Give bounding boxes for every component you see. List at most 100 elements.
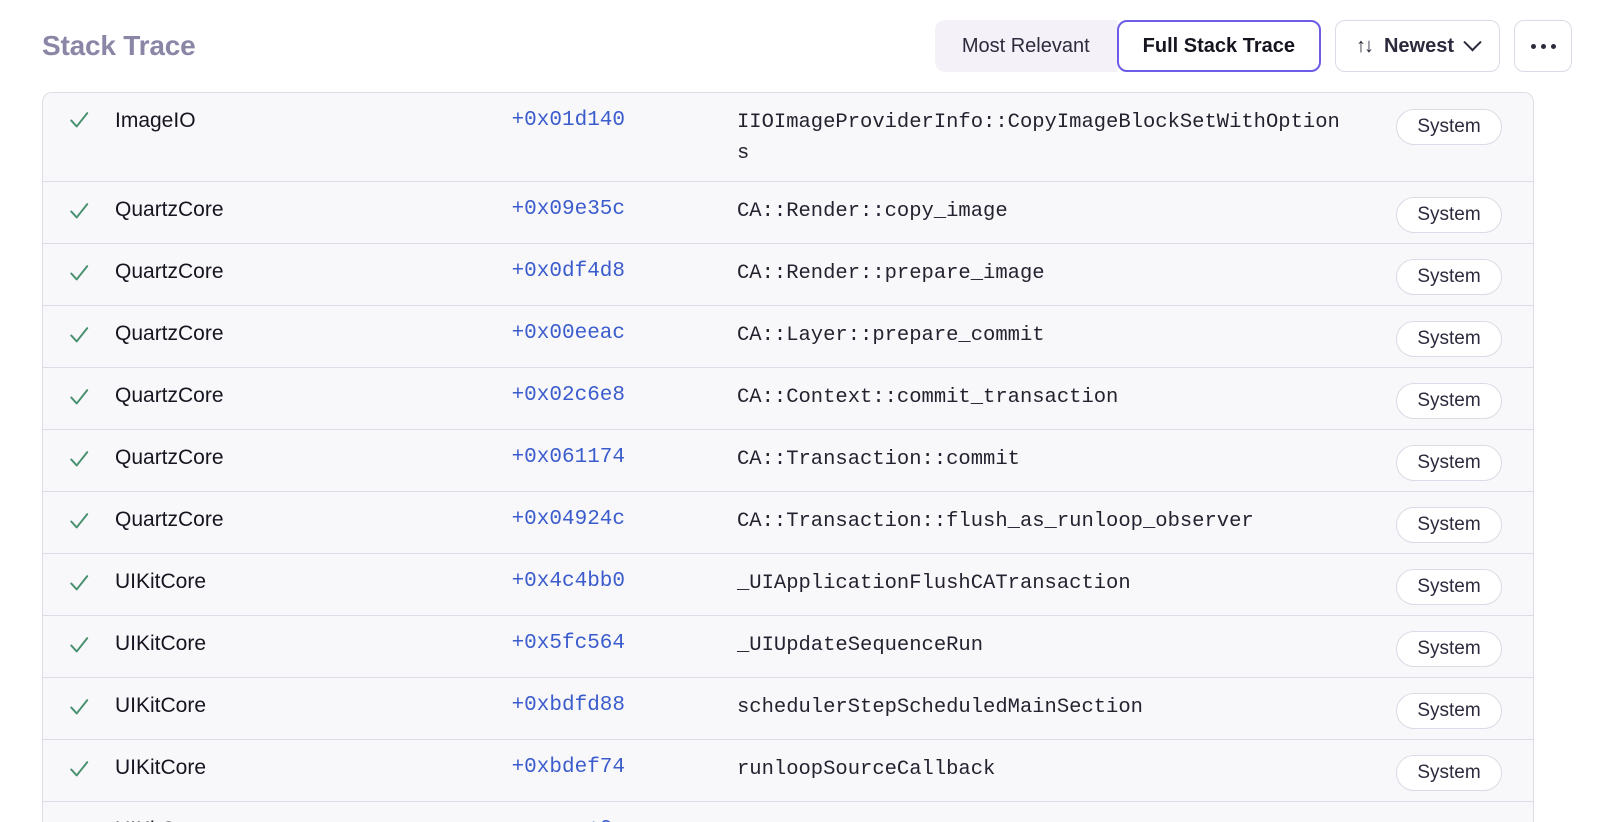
frame-status-cell [43, 93, 115, 131]
frame-status-cell [43, 306, 115, 346]
frame-function-name: CA::Render::prepare_image [737, 262, 1045, 286]
status-badge: System [1396, 693, 1502, 730]
tab-full-stack-trace[interactable]: Full Stack Trace [1116, 20, 1321, 72]
status-badge: System [1396, 569, 1502, 606]
stack-frame-row[interactable]: QuartzCore +0x04924c CA::Transaction::flus… [43, 492, 1533, 555]
frame-origin-cell: System [1365, 492, 1533, 544]
frame-offset-link[interactable]: +0x5fc564 [511, 632, 625, 656]
frame-offset-link[interactable]: +0x02c6e8 [511, 384, 625, 408]
frame-function-name: CA::Transaction::flush_as_runloop_observ… [737, 510, 1254, 534]
status-badge: System [1396, 259, 1502, 296]
frame-function-name: _UIApplicationFlushCATransaction [737, 572, 1131, 596]
more-options-button[interactable] [1514, 20, 1572, 72]
status-badge: System [1396, 445, 1502, 482]
frame-origin-cell: System [1365, 430, 1533, 482]
frame-module-name: UIKitCore [115, 756, 207, 780]
frame-module-name: UIKitCore [115, 632, 207, 656]
stack-trace-view-segmented-control[interactable]: Most Relevant Full Stack Trace [934, 20, 1321, 72]
stack-frame-row[interactable]: QuartzCore +0x09e35c CA::Render::copy_imag… [43, 182, 1533, 245]
tab-most-relevant[interactable]: Most Relevant [934, 20, 1117, 72]
page-title: Stack Trace [42, 30, 196, 61]
frame-status-cell [43, 554, 115, 594]
sort-button-label: Newest [1383, 34, 1454, 57]
frame-offset-link[interactable]: +0x01d140 [511, 109, 625, 132]
frame-module-name: UIKitCore [115, 694, 207, 718]
frame-module-name: QuartzCore [115, 508, 224, 532]
frame-origin-cell: System [1365, 616, 1533, 668]
frame-function-name: runloopSourceCallback [737, 758, 996, 782]
stack-frame-row[interactable]: UIKitCore +0x5fc564 _UIUpdateSequenceRun Sy… [43, 616, 1533, 679]
frame-module-name: UIKitCore [115, 570, 207, 594]
frame-function-name: CA::Layer::prepare_commit [737, 324, 1045, 348]
frame-function-name: schedulerStepScheduledMainSection [737, 696, 1143, 720]
stack-frame-row[interactable]: UIKitCore +0xbdef74 runloopSourceCallback S… [43, 740, 1533, 803]
frame-module-name: QuartzCore [115, 322, 224, 346]
check-icon [70, 513, 89, 529]
frame-function-name [625, 802, 1365, 822]
frame-offset-link[interactable]: +0x09e35c [511, 198, 625, 222]
status-badge: System [1396, 109, 1502, 145]
frame-module-name: ImageIO [115, 109, 196, 132]
frame-status-cell [43, 492, 115, 532]
status-badge: System [1396, 197, 1502, 234]
frame-module-name: QuartzCore [115, 260, 224, 284]
stack-frame-row[interactable]: UIKitCore +0x4c4bb0 _UIApplicationFlushCAT… [43, 554, 1533, 617]
stack-frame-row[interactable]: UIKitCore+0x [43, 802, 1533, 822]
frame-offset-link[interactable]: +0xbdef74 [511, 756, 625, 780]
frame-origin-cell [1365, 802, 1533, 817]
frame-offset-link[interactable]: +0x04924c [511, 508, 625, 532]
frame-function-name: CA::Render::copy_image [737, 200, 1008, 224]
status-badge: System [1396, 755, 1502, 792]
stack-frame-row[interactable]: QuartzCore +0x0df4d8 CA::Render::prepare_i… [43, 244, 1533, 307]
frame-status-cell [43, 368, 115, 408]
frame-offset-link[interactable]: +0x00eeac [511, 322, 625, 346]
frame-offset-link[interactable]: +0x [415, 802, 625, 822]
frame-origin-cell: System [1365, 306, 1533, 358]
frame-module-name: QuartzCore [115, 198, 224, 222]
check-icon [70, 203, 89, 219]
frame-origin-cell: System [1365, 368, 1533, 420]
frame-offset-link[interactable]: +0xbdfd88 [511, 694, 625, 718]
frame-offset-link[interactable]: +0x4c4bb0 [511, 570, 625, 594]
check-icon [70, 327, 89, 343]
ellipsis-icon [1530, 43, 1556, 49]
frame-status-cell [43, 182, 115, 222]
stack-frame-row[interactable]: QuartzCore +0x02c6e8 CA::Context::commit_t… [43, 368, 1533, 431]
frame-origin-cell: System [1365, 678, 1533, 730]
check-icon [70, 761, 89, 777]
check-icon [70, 575, 89, 591]
frame-origin-cell: System [1365, 740, 1533, 792]
frame-status-cell [43, 678, 115, 718]
frame-offset-link[interactable]: +0x0df4d8 [511, 260, 625, 284]
frame-module-name: QuartzCore [115, 446, 224, 470]
frame-status-cell [43, 740, 115, 780]
frame-status-cell [43, 616, 115, 656]
frame-module-name: UIKitCore [115, 802, 415, 822]
stack-frame-row[interactable]: UIKitCore +0xbdfd88 schedulerStepScheduled… [43, 678, 1533, 741]
sort-arrows-icon: ↑↓ [1355, 35, 1374, 57]
frame-status-cell [43, 802, 115, 822]
frame-function-name: CA::Context::commit_transaction [737, 386, 1119, 410]
frame-module-name: QuartzCore [115, 384, 224, 408]
stack-frame-row[interactable]: QuartzCore +0x00eeac CA::Layer::prepare_co… [43, 306, 1533, 369]
check-icon [70, 699, 89, 715]
frame-origin-cell: System [1365, 244, 1533, 296]
chevron-down-icon [1463, 32, 1482, 51]
panel-header: Stack Trace Most Relevant Full Stack Tra… [0, 0, 1614, 92]
check-icon [70, 265, 89, 281]
check-icon [70, 389, 89, 405]
check-icon [70, 112, 89, 128]
frame-function-name: _UIUpdateSequenceRun [737, 634, 984, 658]
frame-offset-link[interactable]: +0x061174 [511, 446, 625, 470]
frame-origin-cell: System [1365, 554, 1533, 606]
check-icon [70, 637, 89, 653]
status-badge: System [1396, 383, 1502, 420]
frame-status-cell [43, 430, 115, 470]
status-badge: System [1396, 507, 1502, 544]
sort-button[interactable]: ↑↓ Newest [1334, 20, 1500, 72]
header-actions: Most Relevant Full Stack Trace ↑↓ Newest [934, 20, 1572, 72]
